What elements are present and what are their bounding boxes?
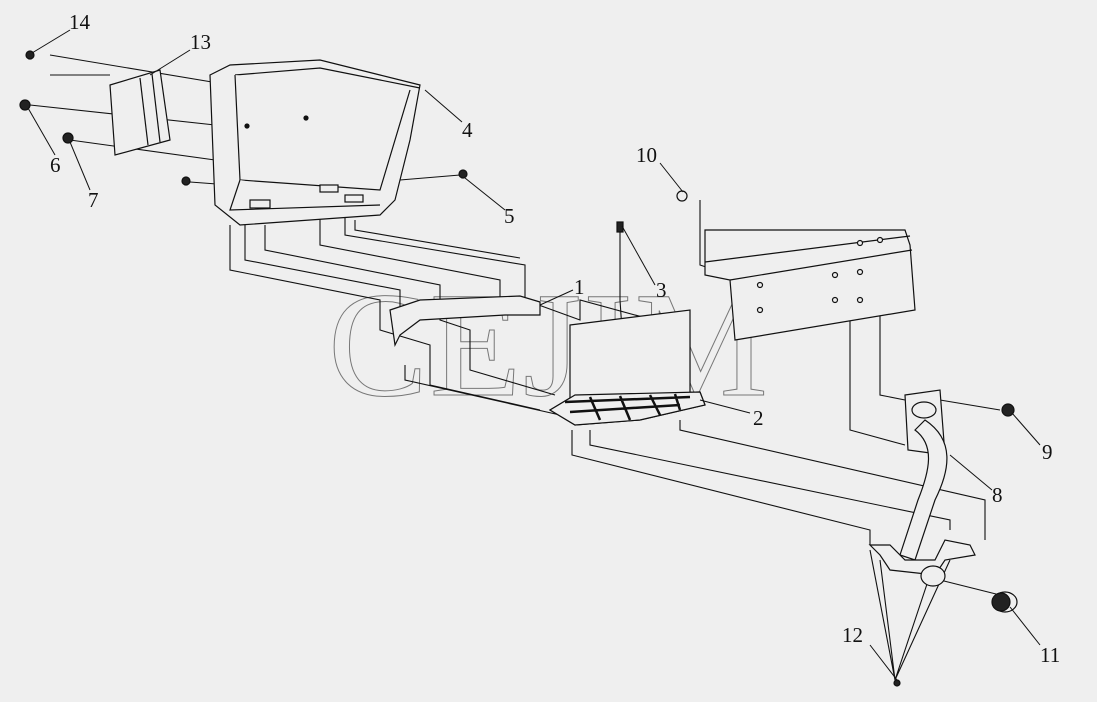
frame-rail	[704, 229, 916, 341]
part-mudguard-plate	[569, 309, 691, 401]
callout-11: 11	[1040, 643, 1061, 667]
callout-13: 13	[190, 30, 211, 54]
nut-10	[676, 190, 688, 202]
pipe-end	[920, 565, 946, 587]
part-1-step-bracket	[389, 295, 541, 347]
callout-6: 6	[50, 153, 61, 177]
bolt-9	[1001, 403, 1015, 417]
part-13-side-panel	[109, 69, 171, 156]
callout-5: 5	[504, 204, 515, 228]
part-11-cap	[991, 591, 1018, 613]
part-12-hose-clamp	[868, 539, 976, 576]
leader-lines	[27, 29, 1041, 681]
callout-12: 12	[842, 623, 863, 647]
callout-4: 4	[462, 118, 473, 142]
callout-9: 9	[1042, 440, 1053, 464]
part-8-hose	[899, 389, 948, 561]
bolt-6	[19, 99, 31, 111]
callout-2: 2	[753, 406, 764, 430]
callout-3: 3	[656, 278, 667, 302]
bolt-5a	[181, 176, 191, 186]
callout-8: 8	[992, 483, 1003, 507]
callout-1: 1	[574, 275, 585, 299]
callout-7: 7	[88, 188, 99, 212]
callout-14: 14	[69, 10, 90, 34]
bolt-7	[62, 132, 74, 144]
bolt-5	[458, 169, 468, 179]
part-4-step-box	[209, 59, 421, 226]
bolt-12	[893, 679, 901, 687]
callout-10: 10	[636, 143, 657, 167]
